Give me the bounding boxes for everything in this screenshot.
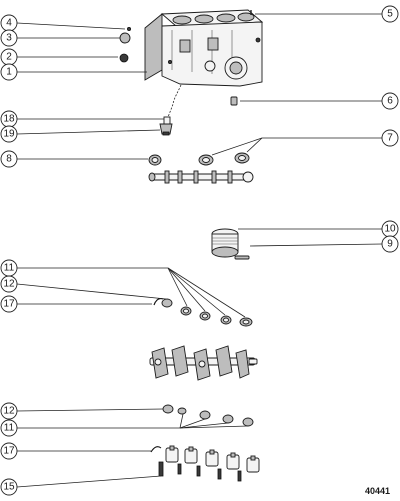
drain-tube (159, 84, 182, 136)
callout-label: 17 (3, 446, 15, 457)
callout-label: 17 (3, 299, 15, 310)
main-bearing-caps (150, 445, 260, 473)
callout-15: 15 (0, 478, 18, 496)
callout-5: 5 (381, 5, 399, 23)
callout-7: 7 (381, 129, 399, 147)
figure-number: 40441 (365, 486, 390, 496)
callout-17-upper: 17 (0, 295, 18, 313)
callout-12-lower: 12 (0, 402, 18, 420)
callout-label: 1 (6, 67, 12, 78)
callout-bubble (0, 419, 18, 437)
callout-11-upper: 11 (0, 259, 18, 277)
callout-label: 19 (3, 129, 15, 140)
callout-8: 8 (0, 150, 18, 168)
callout-label: 11 (4, 423, 15, 434)
callout-bubble (381, 5, 399, 23)
crankshaft (149, 345, 258, 381)
callout-17-lower: 17 (0, 442, 18, 460)
callout-2: 2 (0, 48, 18, 66)
callout-bubble (381, 235, 399, 253)
callout-bubble (0, 402, 18, 420)
callout-bubble (0, 295, 18, 313)
bushing (230, 96, 238, 106)
callout-bubble (0, 63, 18, 81)
callout-6: 6 (381, 92, 399, 110)
callout-label: 10 (384, 224, 396, 235)
main-cap-bolts (158, 461, 242, 482)
callout-18: 18 (0, 110, 18, 128)
callout-label: 9 (387, 239, 393, 250)
callout-3: 3 (0, 29, 18, 47)
callout-1: 1 (0, 63, 18, 81)
callout-bubble (381, 129, 399, 147)
callout-19: 19 (0, 125, 18, 143)
main-bearing-shells-lower (162, 404, 254, 427)
callout-label: 2 (6, 52, 12, 63)
callout-bubble (0, 150, 18, 168)
callout-bubble (0, 478, 18, 496)
callout-label: 3 (6, 33, 12, 44)
callout-label: 7 (387, 133, 393, 144)
callout-label: 18 (3, 114, 15, 125)
leader-lines (16, 13, 384, 488)
callout-bubble (0, 125, 18, 143)
callout-label: 8 (6, 154, 12, 165)
callout-label: 15 (3, 482, 15, 493)
cylinder-block (144, 9, 264, 87)
callout-label: 12 (3, 406, 15, 417)
callout-9: 9 (381, 235, 399, 253)
callout-11-lower: 11 (0, 419, 18, 437)
expansion-plugs (119, 26, 132, 63)
callout-4: 4 (0, 14, 18, 32)
callout-bubble (381, 92, 399, 110)
callout-label: 11 (4, 263, 15, 274)
callout-bubble (0, 29, 18, 47)
cam-bearings (148, 152, 250, 166)
callout-label: 4 (6, 18, 12, 29)
callout-label: 5 (387, 9, 393, 20)
callout-bubble (0, 442, 18, 460)
callout-10: 10 (381, 220, 399, 238)
callout-label: 6 (387, 96, 393, 107)
callout-bubble (0, 275, 18, 293)
callout-12-upper: 12 (0, 275, 18, 293)
callout-label: 12 (3, 279, 15, 290)
piston-assembly (211, 228, 250, 260)
camshaft (148, 170, 254, 184)
